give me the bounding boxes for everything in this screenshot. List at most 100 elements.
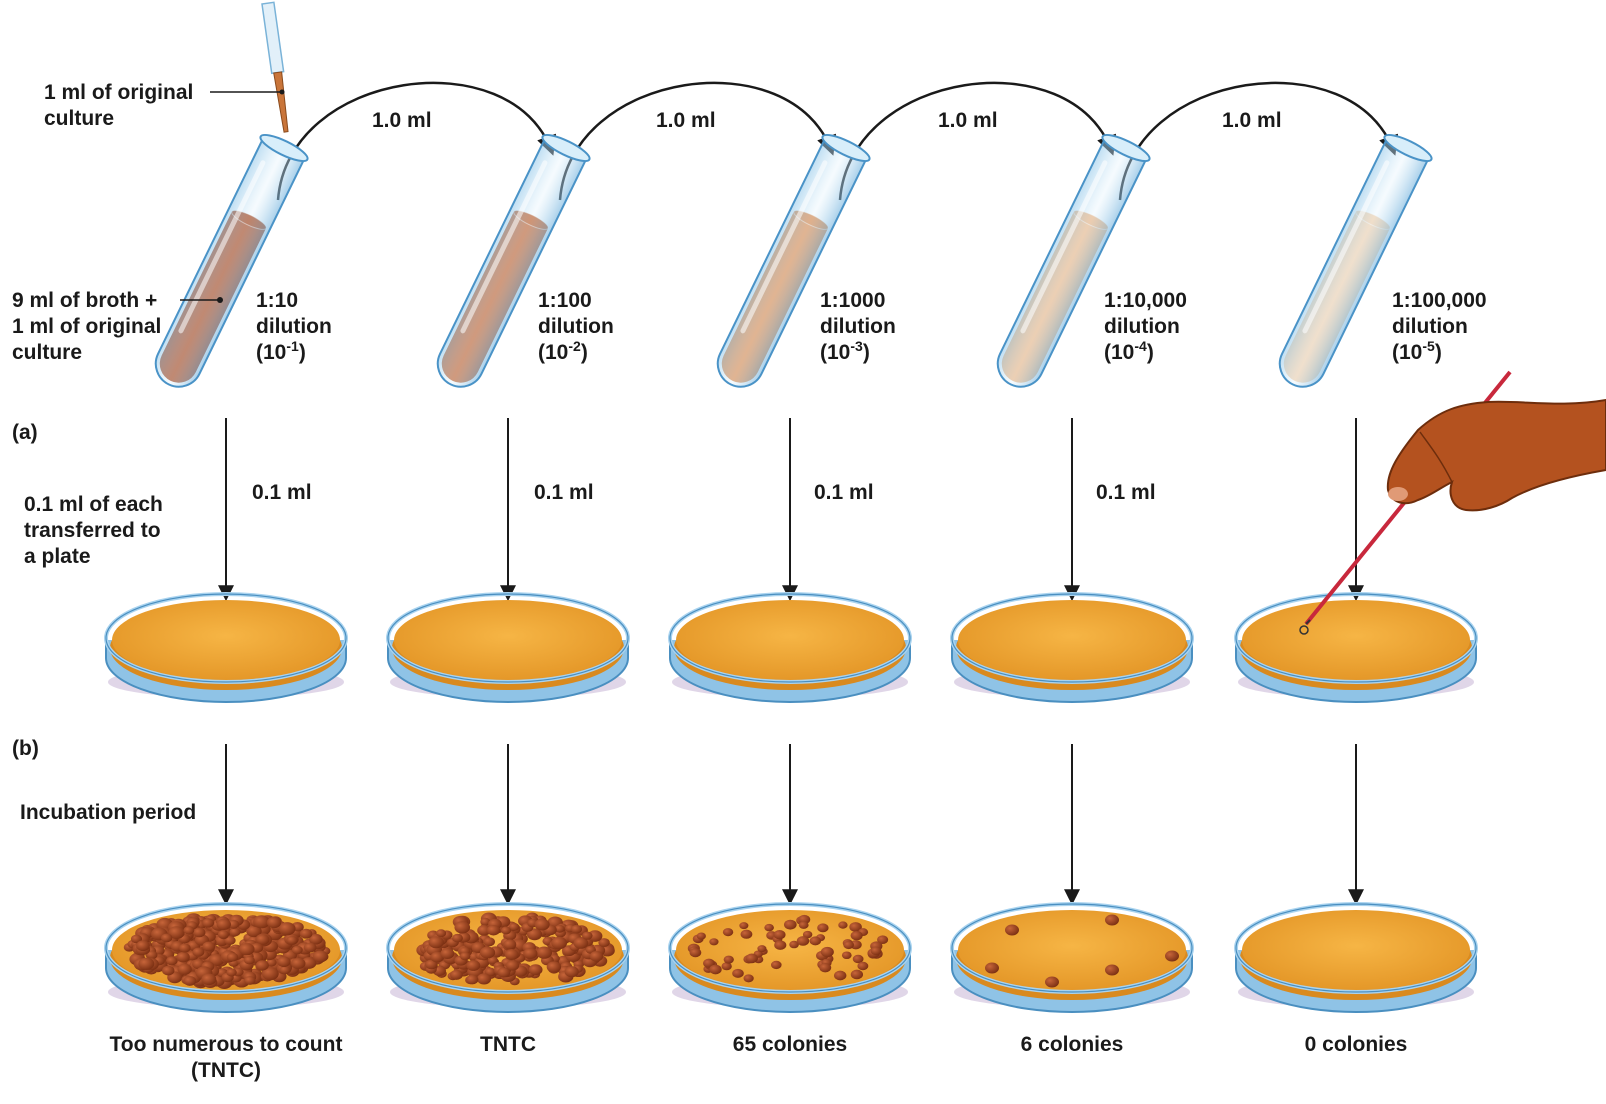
colony — [138, 958, 154, 970]
colony — [267, 917, 281, 928]
colony — [1105, 915, 1119, 926]
colony — [239, 943, 255, 955]
dropper — [262, 2, 292, 132]
plate-result-3 — [670, 904, 910, 1012]
transfer-volume-2: 1.0 ml — [656, 108, 716, 134]
colony — [300, 929, 313, 939]
colony — [506, 960, 519, 970]
colony — [201, 973, 216, 985]
colony — [501, 927, 511, 935]
colony — [256, 960, 269, 970]
colony — [179, 943, 191, 952]
colony — [1165, 951, 1179, 962]
panel-a-label: (a) — [12, 420, 38, 446]
colony — [582, 932, 592, 940]
agar — [958, 600, 1186, 680]
dilution-label-2: 1:100 dilution (10-2) — [538, 288, 614, 366]
colony — [178, 964, 192, 975]
agar — [1242, 910, 1470, 990]
colony — [202, 942, 215, 952]
colony — [454, 921, 470, 933]
colony — [739, 922, 748, 929]
colony — [244, 956, 255, 964]
plating-volume-1: 0.1 ml — [252, 480, 312, 506]
colony — [227, 953, 238, 962]
plate-initial-1 — [106, 594, 346, 702]
colony — [857, 962, 868, 971]
colony — [799, 921, 809, 929]
colony — [843, 941, 854, 949]
colony — [487, 925, 500, 935]
colony — [162, 966, 174, 976]
colony — [286, 936, 297, 945]
transfer-volume-1: 1.0 ml — [372, 108, 432, 134]
transfer-arc-3 — [840, 83, 1112, 200]
colony — [838, 921, 847, 928]
agar — [394, 600, 622, 680]
dilution-label-5: 1:100,000 dilution (10-5) — [1392, 288, 1487, 366]
colony — [834, 971, 846, 981]
panel-b-label: (b) — [12, 736, 39, 762]
colony — [480, 947, 495, 959]
colony — [810, 936, 821, 945]
plate-result-5 — [1236, 904, 1476, 1012]
colony — [709, 965, 721, 975]
colony — [176, 952, 189, 963]
colony — [217, 919, 231, 930]
colony — [709, 938, 718, 945]
result-label-4: 6 colonies — [1021, 1032, 1124, 1058]
colony — [757, 945, 766, 952]
agar — [1242, 600, 1470, 680]
plating-volume-4: 0.1 ml — [1096, 480, 1156, 506]
plate-initial-2 — [388, 594, 628, 702]
colony — [534, 919, 549, 931]
colony — [244, 976, 255, 985]
colony — [565, 966, 579, 977]
colony — [291, 958, 305, 969]
agar — [676, 600, 904, 680]
colony — [784, 920, 797, 930]
colony — [690, 948, 702, 957]
colony — [450, 970, 463, 980]
colony — [505, 949, 519, 960]
colony — [590, 951, 604, 962]
colony — [280, 966, 291, 975]
colony — [724, 956, 734, 964]
plate-result-2 — [388, 904, 628, 1012]
colony — [452, 934, 463, 942]
colony — [571, 925, 582, 934]
fingernail — [1388, 487, 1408, 501]
colony — [536, 946, 552, 958]
colony — [697, 932, 706, 939]
colony — [460, 952, 471, 960]
transfer-arc-4 — [1120, 83, 1394, 200]
result-label-1: Too numerous to count (TNTC) — [110, 1032, 343, 1084]
colony — [764, 924, 774, 931]
colony — [851, 970, 863, 980]
dropper-glass — [262, 2, 284, 73]
broth-mix-label: 9 ml of broth + 1 ml of original culture — [12, 288, 161, 366]
colony — [774, 940, 786, 949]
colony — [304, 943, 317, 953]
colony — [723, 928, 733, 936]
colony — [277, 956, 290, 967]
colony — [136, 940, 150, 951]
plate-result-1 — [106, 904, 346, 1012]
colony — [166, 956, 178, 965]
transferred-label: 0.1 ml of each transferred to a plate — [24, 492, 163, 570]
colony — [842, 951, 852, 959]
agar — [958, 910, 1186, 990]
colony — [279, 922, 296, 935]
colony — [529, 964, 543, 975]
dilution-label-3: 1:1000 dilution (10-3) — [820, 288, 896, 366]
plating-volume-3: 0.1 ml — [814, 480, 874, 506]
colony — [746, 954, 758, 964]
colony — [503, 939, 516, 949]
result-label-3: 65 colonies — [733, 1032, 847, 1058]
colony — [218, 930, 229, 939]
colony — [466, 975, 478, 985]
colony — [230, 928, 241, 937]
colony — [547, 961, 561, 972]
colony — [985, 963, 999, 974]
